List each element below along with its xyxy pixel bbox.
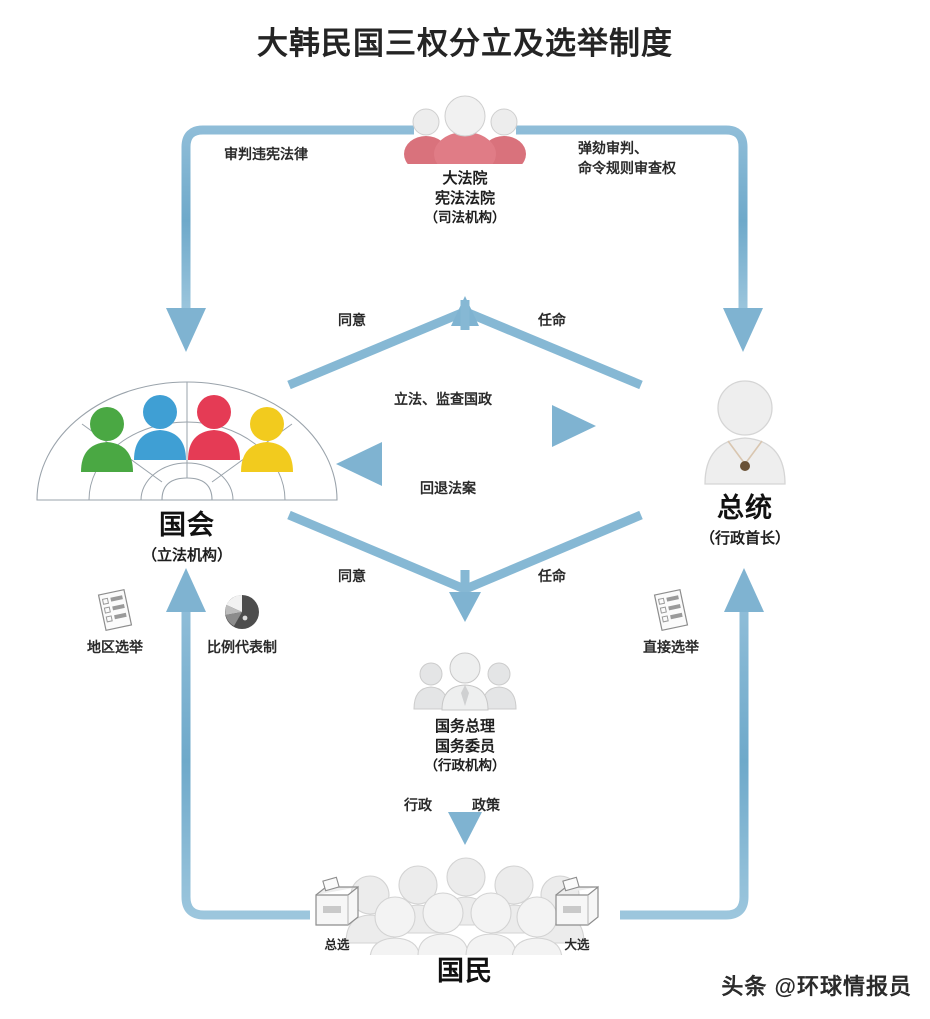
- edge-label-president-appoint-judiciary: 任命: [538, 312, 566, 328]
- ballot-box-icon: [315, 876, 359, 926]
- node-judiciary[interactable]: 大法院 宪法法院 （司法机构）: [365, 92, 565, 226]
- election-district-label: 地区选举: [87, 639, 143, 655]
- judiciary-label-1: 大法院: [442, 170, 488, 187]
- assembly-label-1: 国会: [159, 510, 215, 540]
- edge-label-president-to-assembly: 回退法案: [420, 480, 476, 496]
- node-national-assembly[interactable]: 国会 （立法机构）: [22, 372, 352, 565]
- party-figure-blue: [134, 395, 186, 460]
- edge-label-impeachment-line2: 命令规则审查权: [578, 160, 676, 177]
- arrow-judiciary-to-president: [516, 125, 763, 352]
- ballot-box-general-label: 总选: [324, 938, 350, 952]
- citizens-label: 国民: [437, 956, 493, 986]
- president-label-2: （行政首长）: [699, 529, 790, 547]
- ballot-paper-icon: [97, 588, 133, 632]
- arrow-president-to-assembly: [336, 442, 596, 486]
- ballot-box-general: 总选: [305, 875, 369, 953]
- edge-label-judiciary-to-assembly: 审判违宪法律: [224, 146, 308, 162]
- watermark: 头条 @环球情报员: [721, 974, 912, 999]
- assembly-label-2: （立法机构）: [141, 546, 232, 564]
- arrow-v-merge-to-judiciary: [287, 296, 643, 390]
- edge-label-cabinet-admin: 行政: [404, 797, 432, 813]
- election-proportional: 比例代表制: [196, 588, 288, 657]
- judiciary-label-3: （司法机构）: [424, 209, 506, 225]
- ballot-paper-icon: [653, 588, 689, 632]
- edge-label-cabinet-policy: 政策: [472, 797, 500, 813]
- node-president[interactable]: 总统 （行政首长）: [655, 378, 835, 548]
- party-figure-green: [81, 407, 133, 472]
- arrow-v-merge-to-cabinet: [287, 510, 643, 622]
- election-direct: 直接选举: [628, 588, 714, 657]
- edge-label-judiciary-to-president: 弹劾审判、 命令规则审查权: [578, 138, 676, 179]
- cabinet-group-icon: [413, 652, 517, 711]
- president-label-1: 总统: [717, 493, 773, 523]
- ballot-box-icon: [555, 876, 599, 926]
- ballot-box-presidential-label: 大选: [564, 938, 590, 952]
- arrow-citizens-to-assembly: [166, 568, 310, 920]
- page-title: 大韩民国三权分立及选举制度: [257, 26, 673, 61]
- judges-group-icon: [404, 95, 526, 176]
- election-proportional-label: 比例代表制: [207, 639, 277, 655]
- assembly-chamber-icon: [36, 381, 338, 501]
- edge-label-assembly-to-president: 立法、监查国政: [394, 391, 492, 407]
- arrow-judiciary-to-assembly: [166, 125, 414, 352]
- edge-label-assembly-consent-judiciary: 同意: [338, 312, 366, 328]
- party-figure-yellow: [241, 407, 293, 472]
- cabinet-label-2: 国务委员: [434, 737, 495, 755]
- ballot-box-presidential: 大选: [545, 875, 609, 953]
- arrow-citizens-to-president: [620, 568, 764, 920]
- election-district: 地区选举: [72, 588, 158, 657]
- cabinet-label-1: 国务总理: [434, 718, 495, 735]
- arrow-cabinet-to-citizens: [448, 790, 482, 845]
- judiciary-label-2: 宪法法院: [434, 189, 495, 207]
- party-figure-red: [188, 395, 240, 460]
- arrow-assembly-to-president: [351, 405, 596, 447]
- president-figure-icon: [704, 380, 786, 485]
- cabinet-label-3: （行政机构）: [424, 757, 506, 773]
- edge-label-president-appoint-cabinet: 任命: [538, 568, 566, 584]
- election-direct-label: 直接选举: [643, 639, 699, 655]
- edge-label-assembly-consent-cabinet: 同意: [338, 568, 366, 584]
- node-cabinet[interactable]: 国务总理 国务委员 （行政机构）: [385, 652, 545, 774]
- pie-chart-icon: [225, 595, 259, 629]
- edge-label-impeachment-line1: 弹劾审判、: [578, 140, 648, 156]
